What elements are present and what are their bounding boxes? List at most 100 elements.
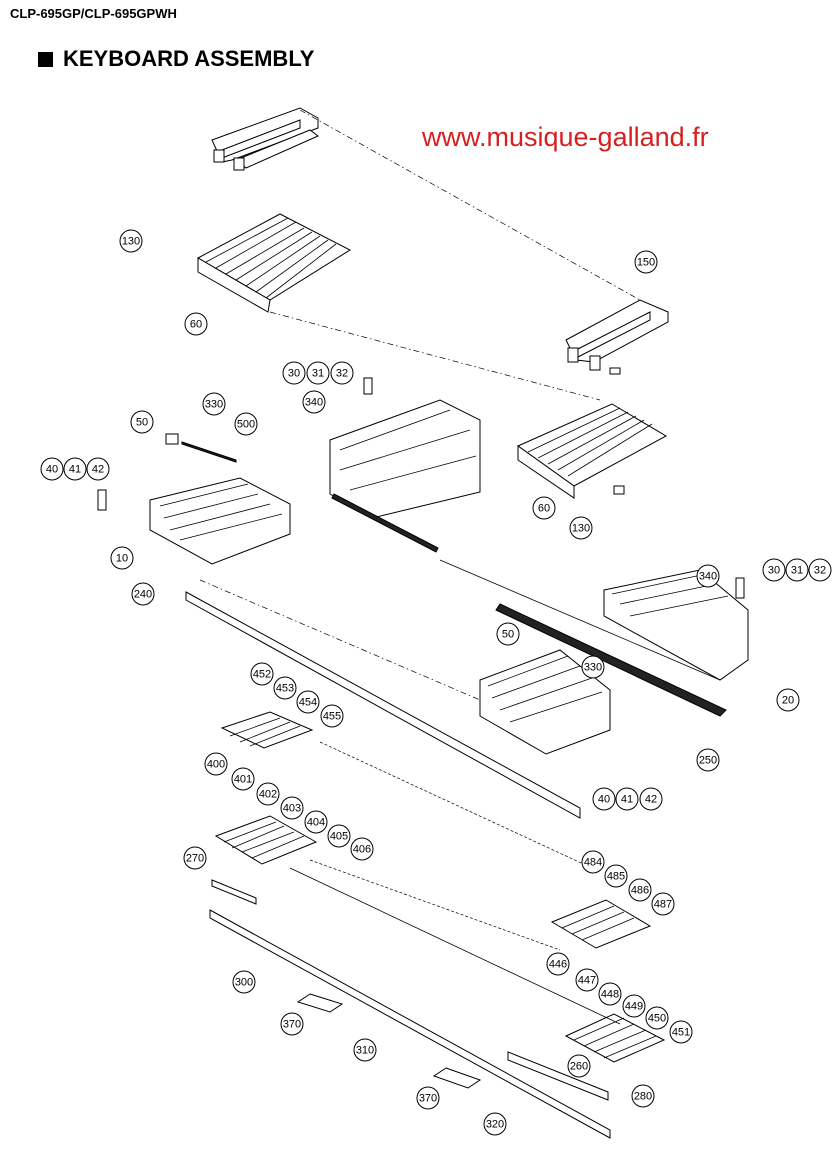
callout-32: 32 [330, 361, 354, 385]
callout-451: 451 [669, 1020, 693, 1044]
callout-text: 453 [276, 683, 294, 695]
callout-41: 41 [615, 787, 639, 811]
callout-text: 41 [621, 794, 633, 806]
callout-320: 320 [483, 1112, 507, 1136]
callout-text: 406 [353, 844, 371, 856]
callout-text: 448 [601, 989, 619, 1001]
callout-250: 250 [696, 748, 720, 772]
callout-450: 450 [645, 1006, 669, 1030]
callout-circle [483, 1112, 507, 1136]
callout-circle [416, 1086, 440, 1110]
callout-42: 42 [639, 787, 663, 811]
callout-text: 340 [305, 397, 323, 409]
callout-circle [86, 457, 110, 481]
callout-circle [651, 892, 675, 916]
callout-42: 42 [86, 457, 110, 481]
callout-150: 150 [634, 250, 658, 274]
callout-text: 240 [134, 589, 152, 601]
callout-circle [231, 767, 255, 791]
hammer-assembly-middle [516, 403, 668, 499]
callout-text: 500 [237, 419, 255, 431]
watermark-url: www.musique-galland.fr [422, 122, 709, 152]
hammer-group-150 [565, 299, 669, 375]
rail-240 [185, 591, 581, 819]
callout-50: 50 [130, 410, 154, 434]
callout-486: 486 [628, 878, 652, 902]
callout-310: 310 [353, 1038, 377, 1062]
callout-text: 340 [699, 571, 717, 583]
key-group-446 [564, 1013, 666, 1063]
callout-text: 50 [502, 629, 514, 641]
callout-487: 487 [651, 892, 675, 916]
callout-text: 485 [607, 871, 625, 883]
callout-text: 486 [631, 885, 649, 897]
frame-lower-50 [479, 649, 611, 755]
callout-circle [776, 688, 800, 712]
callout-circle [634, 250, 658, 274]
callout-circle [282, 361, 306, 385]
callout-circle [496, 622, 520, 646]
callout-50: 50 [496, 622, 520, 646]
callout-text: 280 [634, 1091, 652, 1103]
strip-260 [507, 1051, 609, 1101]
callout-text: 31 [791, 565, 803, 577]
callout-370: 370 [416, 1086, 440, 1110]
spacer-370b [432, 1067, 482, 1089]
callout-circle [622, 994, 646, 1018]
callout-circle [40, 457, 64, 481]
callout-40: 40 [40, 457, 64, 481]
callout-circle [604, 864, 628, 888]
rail-250 [495, 603, 727, 717]
callout-484: 484 [581, 850, 605, 874]
callout-text: 300 [235, 977, 253, 989]
callout-circle [598, 982, 622, 1006]
callout-circle [808, 558, 832, 582]
callout-text: 30 [288, 368, 300, 380]
callout-41: 41 [63, 457, 87, 481]
callout-text: 250 [699, 755, 717, 767]
callout-452: 452 [250, 662, 274, 686]
callout-text: 404 [307, 817, 325, 829]
callout-text: 484 [584, 857, 602, 869]
callout-453: 453 [273, 676, 297, 700]
callout-text: 401 [234, 774, 252, 786]
callout-text: 10 [116, 553, 128, 565]
callout-402: 402 [256, 782, 280, 806]
model-number: CLP-695GP/CLP-695GPWH [10, 6, 177, 21]
callout-text: 403 [283, 803, 301, 815]
callout-text: 30 [768, 565, 780, 577]
callout-text: 402 [259, 789, 277, 801]
callout-60: 60 [184, 312, 208, 336]
callout-circle [645, 1006, 669, 1030]
callout-text: 60 [538, 503, 550, 515]
callout-500: 500 [234, 412, 258, 436]
title-square-icon [38, 51, 53, 67]
callout-text: 40 [598, 794, 610, 806]
callout-text: 400 [207, 759, 225, 771]
callout-circle [280, 1012, 304, 1036]
callout-circle [306, 361, 330, 385]
callout-circle [330, 361, 354, 385]
callout-text: 40 [46, 464, 58, 476]
callout-370: 370 [280, 1012, 304, 1036]
callout-circle [575, 968, 599, 992]
callout-text: 330 [205, 399, 223, 411]
callout-405: 405 [327, 824, 351, 848]
callout-32: 32 [808, 558, 832, 582]
callout-330: 330 [202, 392, 226, 416]
callout-401: 401 [231, 767, 255, 791]
callout-circle [532, 496, 556, 520]
strip-300 [209, 909, 611, 1139]
callout-130: 130 [569, 516, 593, 540]
callout-circle [304, 810, 328, 834]
callout-60: 60 [532, 496, 556, 520]
callout-circle [581, 655, 605, 679]
callout-text: 405 [330, 831, 348, 843]
hammer-assembly-upper [196, 213, 352, 313]
callout-text: 130 [572, 523, 590, 535]
rail-upper-dark [331, 493, 439, 553]
callout-circle [204, 752, 228, 776]
callout-text: 31 [312, 368, 324, 380]
